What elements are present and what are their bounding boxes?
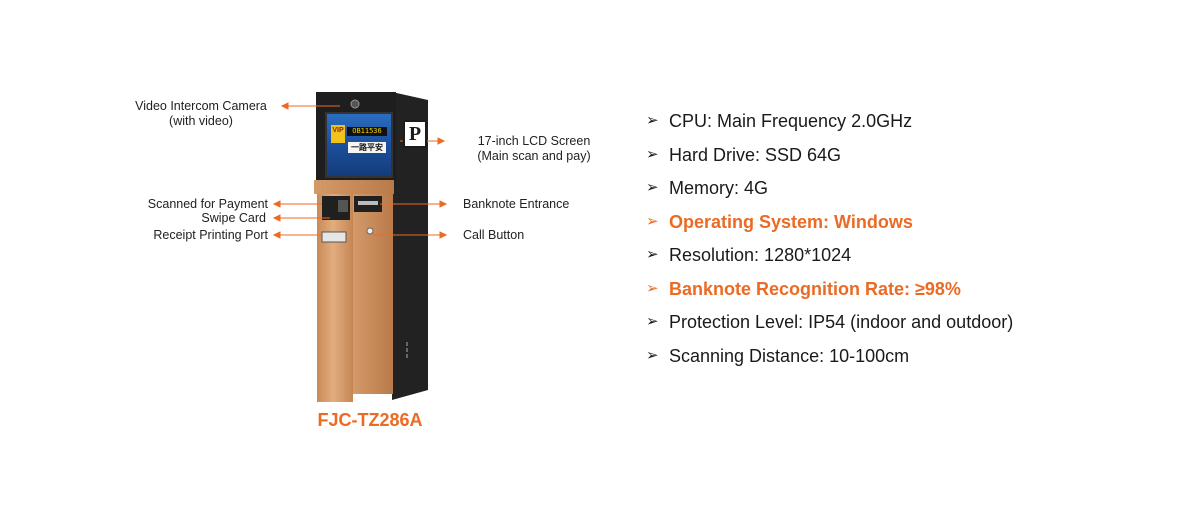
callout-banknote: Banknote Entrance bbox=[463, 197, 570, 211]
callout-lcd-line1: 17-inch LCD Screen bbox=[477, 134, 591, 148]
callout-receipt: Receipt Printing Port bbox=[153, 228, 268, 242]
plate-display bbox=[347, 127, 387, 136]
spec-item-resolution: ➢Resolution: 1280*1024 bbox=[646, 242, 1013, 276]
spec-item-memory: ➢Memory: 4G bbox=[646, 175, 1013, 209]
spec-item-cpu: ➢CPU: Main Frequency 2.0GHz bbox=[646, 108, 1013, 142]
screen-message-text: 一路平安 bbox=[351, 143, 383, 152]
arrow-bullet-icon: ➢ bbox=[646, 112, 659, 129]
callout-lcd-line2: (Main scan and pay) bbox=[477, 149, 591, 163]
arrow-bullet-icon: ➢ bbox=[646, 313, 659, 330]
callout-lcd: 17-inch LCD Screen (Main scan and pay) bbox=[464, 134, 604, 164]
arrow-bullet-icon: ➢ bbox=[646, 279, 659, 297]
arrow-bullet-icon: ➢ bbox=[646, 212, 659, 230]
spec-item-recognition-rate: ➢Banknote Recognition Rate: ≥98% bbox=[646, 276, 1013, 310]
callout-call: Call Button bbox=[463, 228, 525, 242]
callout-arrows bbox=[272, 102, 448, 239]
screen-plate-text: OB11536 bbox=[352, 127, 382, 135]
kiosk-right-door bbox=[353, 194, 393, 394]
receipt-port bbox=[321, 231, 347, 243]
spec-item-os: ➢Operating System: Windows bbox=[646, 209, 1013, 243]
model-name: FJC-TZ286A bbox=[317, 410, 423, 430]
spec-item-scanning-distance: ➢Scanning Distance: 10-100cm bbox=[646, 343, 1013, 377]
callout-camera-line1: Video Intercom Camera bbox=[135, 99, 267, 113]
kiosk-side-panel bbox=[392, 92, 428, 400]
spec-item-hard-drive: ➢Hard Drive: SSD 64G bbox=[646, 142, 1013, 176]
spec-item-protection: ➢Protection Level: IP54 (indoor and outd… bbox=[646, 309, 1013, 343]
callout-swipe: Swipe Card bbox=[201, 211, 266, 225]
callout-camera: Video Intercom Camera (with video) bbox=[126, 99, 276, 129]
banknote-slot-inner bbox=[358, 201, 378, 205]
arrow-bullet-icon: ➢ bbox=[646, 346, 659, 364]
message-display bbox=[348, 142, 386, 153]
parking-sign: P bbox=[403, 120, 427, 148]
call-button-icon bbox=[366, 227, 374, 235]
callout-camera-line2: (with video) bbox=[169, 114, 233, 128]
kiosk-left-column bbox=[317, 194, 353, 402]
vip-badge bbox=[331, 125, 345, 143]
arrow-bullet-icon: ➢ bbox=[646, 246, 659, 263]
arrow-bullet-icon: ➢ bbox=[646, 179, 659, 196]
callout-scan: Scanned for Payment bbox=[147, 197, 268, 211]
spec-list: ➢CPU: Main Frequency 2.0GHz ➢Hard Drive:… bbox=[646, 108, 1013, 376]
screen-vip-text: VIP bbox=[332, 127, 344, 134]
camera-lens-icon bbox=[350, 99, 360, 109]
kiosk-shelf bbox=[314, 180, 394, 194]
card-reader-slot bbox=[338, 200, 348, 212]
arrow-bullet-icon: ➢ bbox=[646, 145, 659, 163]
